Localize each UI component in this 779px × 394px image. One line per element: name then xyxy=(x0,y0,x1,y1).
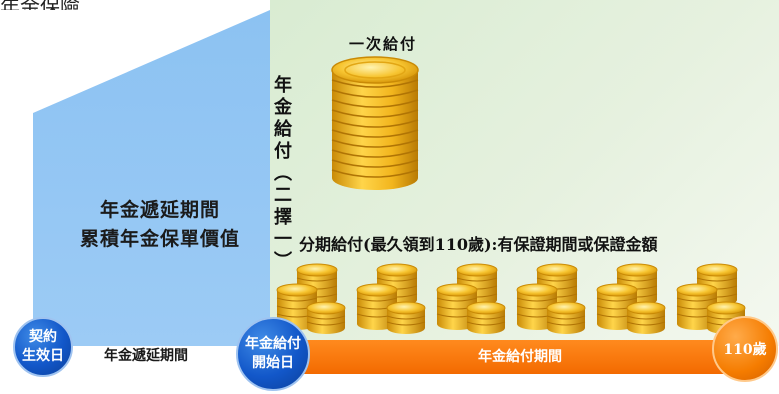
payout-start-line2: 開始日 xyxy=(252,355,294,371)
coin-stack-icon xyxy=(516,263,586,335)
vertical-char: ︵ xyxy=(274,163,292,184)
vertical-char: 擇 xyxy=(274,207,292,228)
coin-piles xyxy=(276,263,746,335)
coin-stack-icon xyxy=(356,263,426,335)
coin-stack-icon xyxy=(331,56,419,190)
payout-period-label: 年金給付期間 xyxy=(478,349,562,365)
coin-stack-icon xyxy=(436,263,506,335)
vertical-char: 二 xyxy=(274,185,292,206)
payout-period-bar xyxy=(285,340,753,374)
accumulated-value-line1: 年金遞延期間 xyxy=(99,199,220,221)
accumulated-value-label: 年金遞延期間 累積年金保單價值 xyxy=(50,196,270,254)
accumulated-value-line2: 累積年金保單價值 xyxy=(79,228,240,250)
accumulation-area xyxy=(33,10,270,346)
payout-start-line1: 年金給付 xyxy=(245,336,301,352)
contract-effective-line2: 生效日 xyxy=(22,348,64,364)
top-partial-title: 年金保險 xyxy=(0,0,80,10)
vertical-char: 給 xyxy=(274,119,292,140)
vertical-char: 金 xyxy=(274,97,292,118)
vertical-char: 年 xyxy=(274,75,292,96)
deferral-period-label: 年金遞延期間 xyxy=(104,348,188,364)
end-age-label: 110歲 xyxy=(723,342,767,358)
payout-choice-label: 年 金 給 付 ︵ 二 擇 一 ︶ xyxy=(272,75,294,273)
lump-sum-label: 一次給付 xyxy=(348,35,417,53)
vertical-char: 一 xyxy=(274,229,292,250)
payout-start-date-marker: 年金給付 開始日 xyxy=(236,317,310,391)
coin-stack-icon xyxy=(596,263,666,335)
installment-label: 分期給付(最久領到110歲):有保證期間或保證金額 xyxy=(299,235,658,254)
end-age-marker: 110歲 xyxy=(712,316,778,382)
vertical-char: 付 xyxy=(274,141,292,162)
contract-effective-date-marker: 契約 生效日 xyxy=(13,317,73,377)
contract-effective-line1: 契約 xyxy=(29,329,57,345)
vertical-char: ︶ xyxy=(274,251,292,272)
